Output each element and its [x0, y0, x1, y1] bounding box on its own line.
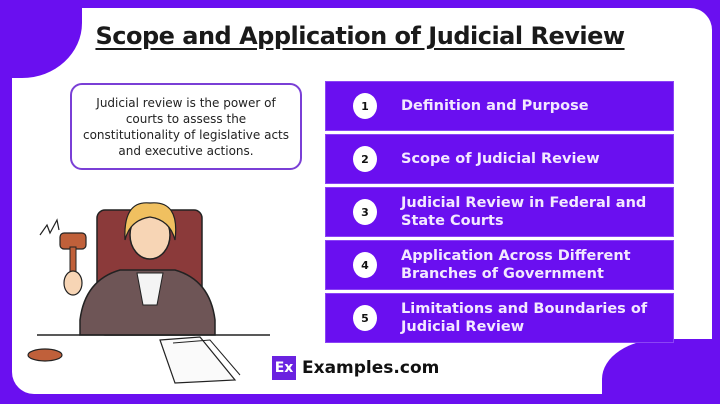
topic-label: Scope of Judicial Review: [401, 151, 600, 167]
topic-item-5: 5 Limitations and Boundaries of Judicial…: [325, 293, 674, 343]
topic-item-2: 2 Scope of Judicial Review: [325, 134, 674, 184]
number-badge: 5: [353, 305, 377, 331]
number-badge: 2: [353, 146, 377, 172]
brand-footer: Ex Examples.com: [272, 356, 439, 380]
brand-name: Examples.com: [302, 358, 440, 378]
topic-label: Limitations and Boundaries of Judicial R…: [401, 301, 648, 335]
topic-list: 1 Definition and Purpose 2 Scope of Judi…: [325, 81, 674, 346]
definition-box: Judicial review is the power of courts t…: [70, 83, 302, 170]
topic-label: Judicial Review in Federal and State Cou…: [401, 195, 647, 229]
page-title: Scope and Application of Judicial Review: [95, 22, 625, 50]
topic-label: Application Across Different Branches of…: [401, 248, 631, 282]
number-badge: 4: [353, 252, 377, 278]
number-badge: 1: [353, 93, 377, 119]
topic-item-4: 4 Application Across Different Branches …: [325, 240, 674, 290]
definition-text: Judicial review is the power of courts t…: [82, 95, 289, 158]
topic-item-3: 3 Judicial Review in Federal and State C…: [325, 187, 674, 237]
number-badge: 3: [353, 199, 377, 225]
judge-illustration-icon: [27, 202, 270, 384]
logo-icon: Ex: [272, 356, 296, 380]
decor-blob: [602, 339, 712, 394]
topic-item-1: 1 Definition and Purpose: [325, 81, 674, 131]
topic-label: Definition and Purpose: [401, 98, 589, 114]
